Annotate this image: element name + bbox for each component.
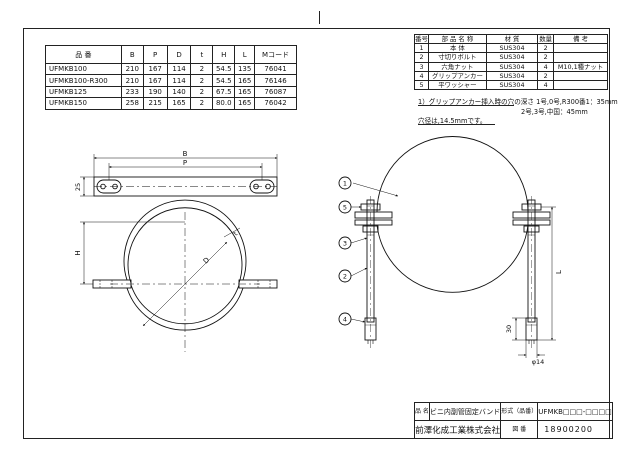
callout-circle-2	[338, 269, 352, 283]
table-cell: 2	[190, 97, 214, 110]
bolt-hole	[112, 183, 118, 190]
callout-leader-1	[352, 182, 399, 197]
table-cell: 1	[414, 43, 429, 54]
assembly-view	[338, 136, 556, 358]
parts-table: 番号 部 品 名 称 材 質 数量 備 考 1 本 体 SUS304 2 2 寸…	[414, 33, 608, 91]
assembly-band-lower	[376, 224, 529, 293]
callout-leader-4	[350, 318, 366, 323]
dim-label-l: L	[555, 270, 563, 274]
table-cell: SUS304	[485, 43, 539, 54]
table-row: UFMKB150 258 215 165 2 80.0 165 76042	[45, 97, 297, 110]
callout-leader-2	[350, 267, 368, 277]
dim-label-t: t	[232, 230, 240, 238]
table-cell	[553, 52, 608, 63]
note-underline	[418, 124, 495, 125]
front-view	[80, 199, 278, 352]
table-cell: 258	[120, 97, 144, 110]
table-cell: 80.0	[212, 97, 236, 110]
table-row: UFMKB100-R300 210 167 114 2 54.5 165 761…	[45, 74, 297, 87]
dim-label-h: H	[74, 250, 82, 255]
table-cell: SUS304	[485, 52, 539, 63]
sheet-center-mark	[319, 11, 320, 24]
header-cell: 材 質	[485, 33, 539, 45]
dim-label-p: P	[183, 159, 187, 167]
dim-label-d: D	[202, 256, 211, 265]
drawing-number: 18900200	[537, 420, 613, 439]
assembly-flange-left	[354, 211, 393, 219]
band-upper-arc-inner	[127, 207, 243, 284]
company-name: 前澤化成工業株式会社	[413, 420, 502, 439]
table-row: 1 本 体 SUS304 2	[414, 43, 608, 54]
band-upper-arc	[123, 199, 247, 281]
note-hole-depth: 1）グリップアンカー挿入時の穴の深さ 1号,0号,R300番1：35mm	[418, 98, 618, 106]
note-underline	[418, 105, 514, 106]
callout-number-1: 1	[343, 180, 347, 188]
table-cell: SUS304	[485, 79, 539, 91]
title-row-name: 品 名 ビニ内副管固定バンド 形式（品番） UFMKB□□□-□□□□	[414, 402, 613, 421]
table-cell: 5	[414, 79, 429, 91]
product-name-label: 品 名	[414, 402, 430, 421]
table-cell: 165	[234, 97, 256, 110]
model-number: UFMKB□□□-□□□□	[537, 402, 613, 421]
table-row: 5 平ワッシャー SUS304 4	[414, 79, 608, 91]
top-view	[80, 154, 278, 197]
callout-number-5: 5	[343, 204, 347, 212]
table-cell: 2	[414, 52, 429, 63]
bolt-hole	[253, 183, 259, 190]
model-label: 形式（品番）	[500, 402, 539, 421]
header-cell: 備 考	[553, 33, 608, 45]
dim-label-30: 30	[505, 325, 513, 333]
bolt-hole	[100, 183, 106, 190]
size-table: 品 番 B P D t H L Mコード UFMKB100 210 167 11…	[45, 45, 297, 110]
table-row: 2 寸切りボルト SUS304 2	[414, 52, 608, 63]
note-hole-diameter: 穴径は,14.5mmです。	[418, 117, 487, 125]
table-cell: 140	[166, 85, 192, 99]
drawing-frame	[23, 28, 610, 439]
table-cell: UFMKB150	[45, 97, 122, 110]
table-cell	[553, 43, 608, 54]
callout-circle-1	[338, 176, 352, 190]
callout-number-4: 4	[343, 316, 347, 324]
header-cell: 番号	[414, 33, 429, 45]
callout-number-3: 3	[343, 240, 347, 248]
parts-table-header: 番号 部 品 名 称 材 質 数量 備 考	[414, 33, 608, 45]
callout-circle-3	[338, 236, 352, 250]
table-cell: 114	[166, 74, 192, 87]
dim-line-d	[142, 241, 228, 327]
callout-circle-5	[338, 200, 352, 214]
dim-label-phi14: φ14	[532, 358, 545, 366]
bolt-hole	[265, 183, 271, 190]
table-cell: 76042	[254, 97, 297, 110]
table-cell	[553, 79, 608, 91]
title-row-company: 前澤化成工業株式会社 図 番 18900200	[413, 420, 613, 439]
assembly-flange-left-lower	[354, 219, 393, 226]
table-row: UFMKB100 210 167 114 2 54.5 135 76041	[45, 62, 297, 76]
table-row: UFMKB125 233 190 140 2 67.5 165 76087	[45, 85, 297, 99]
note-hole-depth-2: 2号,3号,中国：45mm	[521, 108, 588, 116]
table-cell: 215	[142, 97, 168, 110]
callout-number-2: 2	[343, 273, 347, 281]
title-block: 品 名 ビニ内副管固定バンド 形式（品番） UFMKB□□□-□□□□ 前澤化成…	[413, 402, 613, 439]
dim-label-25: 25	[74, 183, 82, 191]
table-cell: 165	[166, 97, 192, 110]
callout-circle-4	[338, 312, 352, 326]
dim-label-b: B	[183, 150, 188, 158]
assembly-band-upper	[376, 136, 529, 213]
product-name: ビニ内副管固定バンド	[428, 402, 502, 421]
drawing-number-label: 図 番	[500, 420, 539, 439]
dim-leader-t	[223, 227, 241, 238]
callout-leader-3	[350, 237, 368, 244]
